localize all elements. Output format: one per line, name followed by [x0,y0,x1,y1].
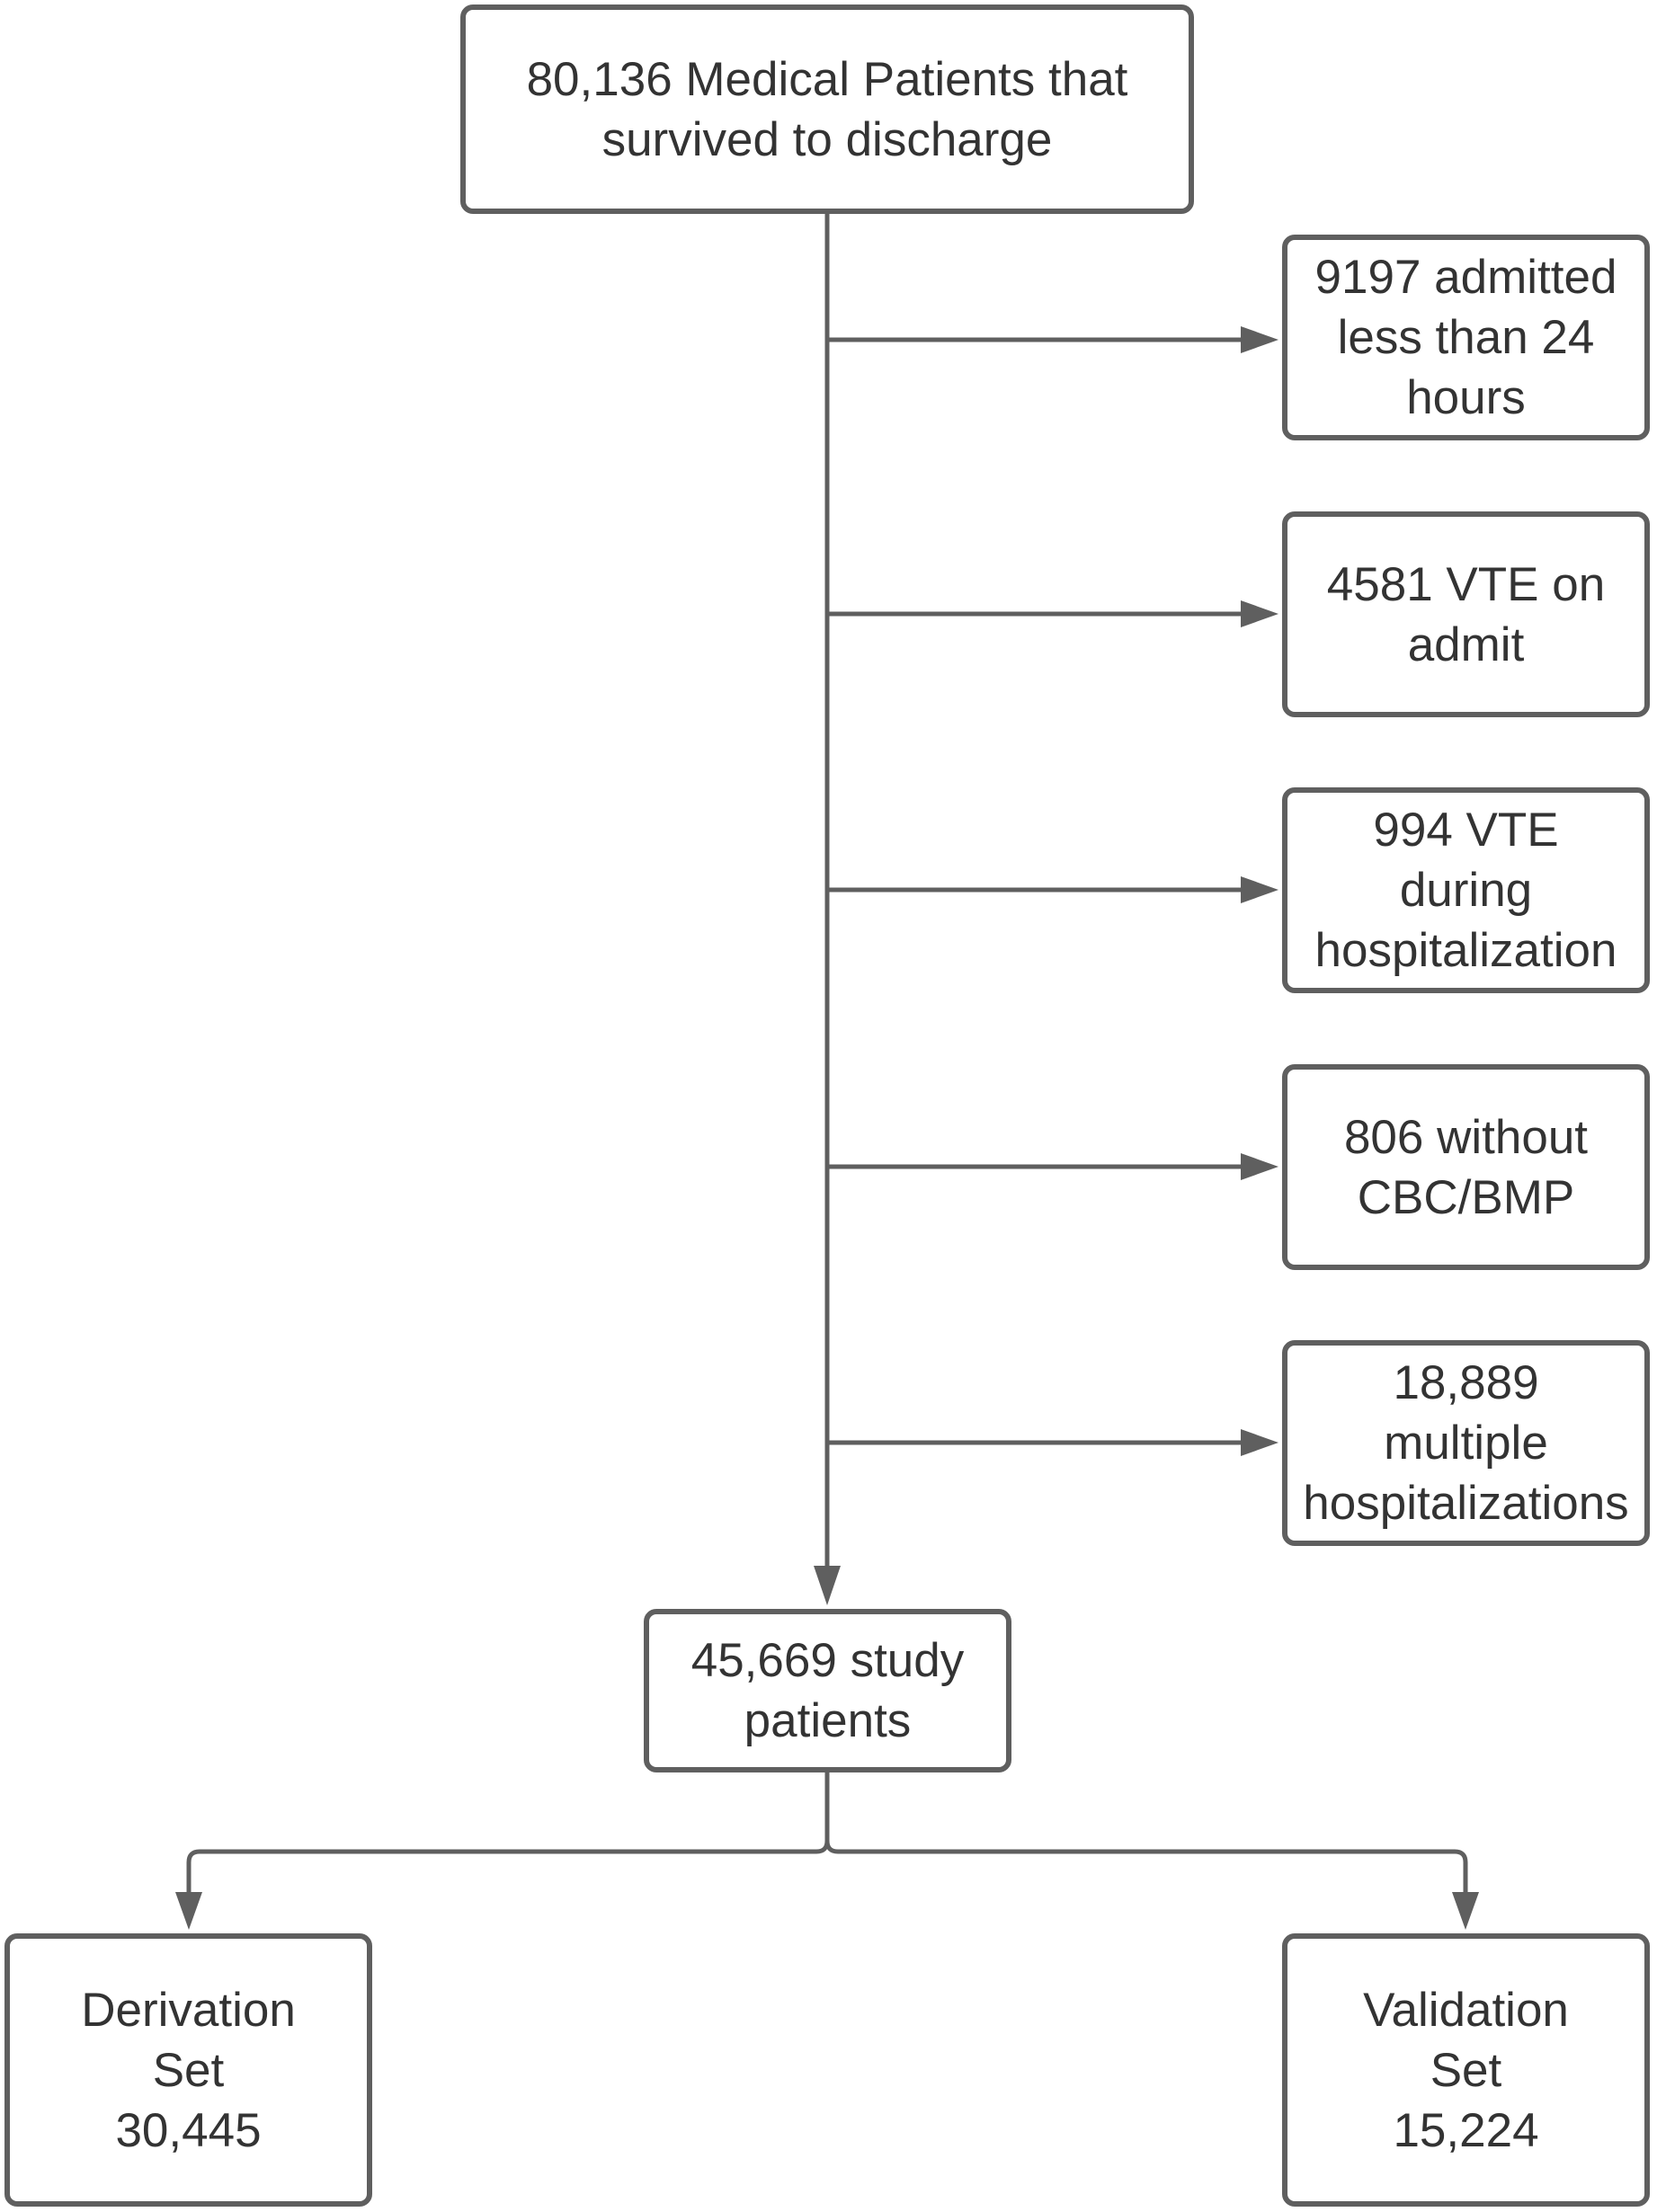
arrow-to-ex4 [1241,1153,1278,1180]
arrow-to-ex5 [1241,1429,1278,1456]
exclusion-3-line1: 994 VTE [1373,804,1559,857]
split-connector-right [824,1840,1468,1895]
exclusion-4-line2: CBC/BMP [1357,1170,1575,1224]
exclusion-5-line2: multiple [1384,1417,1548,1470]
exclusion-1-line2: less than 24 [1337,311,1595,364]
arrow-to-derivation [175,1892,202,1930]
exclusion-3-line3: hospitalization [1314,924,1617,977]
derivation-set-count: 30,445 [115,2103,262,2157]
source-population-line2: survived to discharge [601,112,1053,166]
exclusion-box-vte-on-admit: 4581 VTE on admit [1282,511,1650,717]
exclusion-5-line1: 18,889 [1393,1356,1539,1409]
derivation-set-line2: Set [152,2043,225,2097]
derivation-set-box: Derivation Set 30,445 [4,1933,372,2207]
study-patients-line2: patients [744,1694,912,1747]
validation-set-count: 15,224 [1393,2103,1539,2157]
arrow-to-ex3 [1241,876,1278,903]
exclusion-3-line2: during [1399,864,1533,917]
exclusion-box-without-labs: 806 without CBC/BMP [1282,1064,1650,1270]
exclusion-2-line1: 4581 VTE on [1326,557,1606,611]
source-population-line1: 80,136 Medical Patients that [526,52,1128,106]
source-population-box: 80,136 Medical Patients that survived to… [460,4,1194,214]
arrow-to-ex2 [1241,600,1278,627]
exclusion-4-line1: 806 without [1343,1110,1589,1164]
validation-set-box: Validation Set 15,224 [1282,1933,1650,2207]
arrow-to-study [814,1566,841,1605]
derivation-set-line1: Derivation [81,1983,296,2037]
exclusion-2-line2: admit [1407,617,1525,671]
exclusion-box-vte-during-hospitalization: 994 VTE during hospitalization [1282,787,1650,993]
exclusion-1-line3: hours [1406,371,1526,424]
validation-set-line1: Validation [1363,1983,1569,2037]
study-patients-box: 45,669 study patients [644,1609,1011,1772]
arrow-to-ex1 [1241,326,1278,353]
validation-set-line2: Set [1430,2043,1502,2097]
exclusion-5-line3: hospitalizations [1303,1477,1629,1530]
arrow-to-validation [1452,1892,1479,1930]
exclusion-box-short-admission: 9197 admitted less than 24 hours [1282,235,1650,440]
exclusion-box-multiple-hospitalizations: 18,889 multiple hospitalizations [1282,1340,1650,1546]
study-patients-line1: 45,669 study [690,1634,965,1687]
exclusion-1-line1: 9197 admitted [1314,251,1617,304]
split-connector [186,1772,830,1895]
